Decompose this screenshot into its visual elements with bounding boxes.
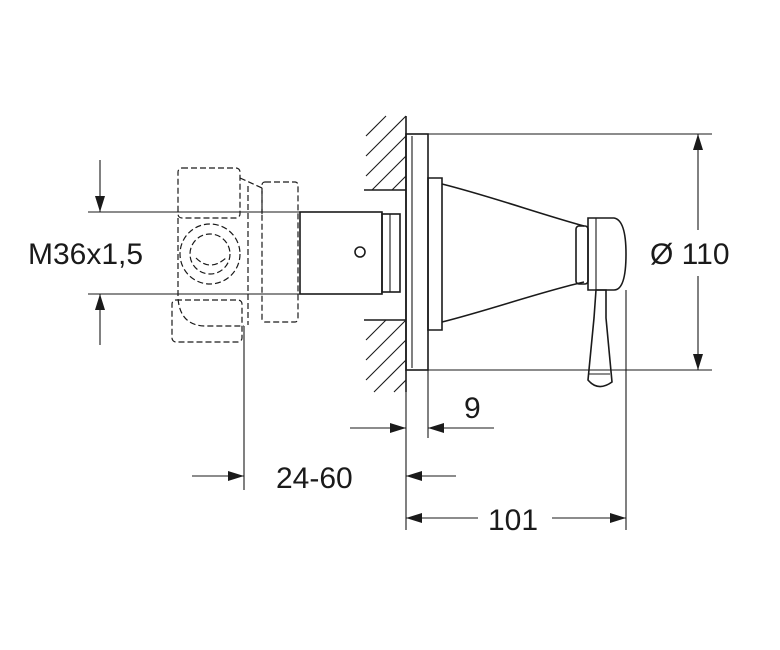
arrow-left-icon <box>406 471 422 481</box>
arrow-up-icon <box>95 294 105 310</box>
wall-hatch-upper <box>365 115 407 191</box>
wall-plate <box>405 133 429 371</box>
installation-depth-label: 24-60 <box>276 462 353 495</box>
thread-dimension: M36x1,5 <box>28 160 300 345</box>
thread-label: M36x1,5 <box>28 238 143 271</box>
arrow-down-icon <box>693 354 703 370</box>
arrow-right-icon <box>610 513 626 523</box>
spindle <box>299 211 401 295</box>
arrow-left-icon <box>428 423 444 433</box>
diameter-label: Ø 110 <box>650 238 730 271</box>
diameter-dimension: Ø 110 <box>428 133 730 371</box>
arrow-up-icon <box>693 134 703 150</box>
installation-depth-dimension: 24-60 <box>192 326 456 530</box>
arrow-left-icon <box>406 513 422 523</box>
escutcheon-cone <box>427 177 585 331</box>
plate-thickness-dimension: 9 <box>350 370 494 438</box>
plate-thickness-label: 9 <box>464 392 481 425</box>
concealed-valve-body <box>171 167 299 343</box>
projection-dimension: 101 <box>406 290 627 537</box>
arrow-right-icon <box>228 471 244 481</box>
projection-label: 101 <box>488 504 538 537</box>
handle <box>575 217 627 388</box>
arrow-down-icon <box>95 196 105 212</box>
wall-hatch-lower <box>365 319 407 393</box>
arrow-right-icon <box>390 423 406 433</box>
